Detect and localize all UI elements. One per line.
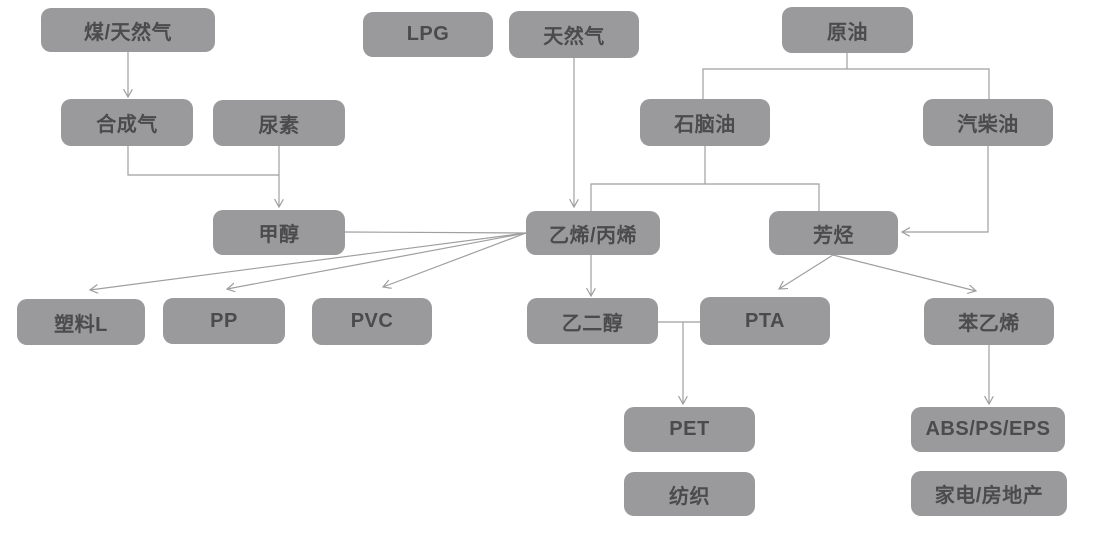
node-plastics-l: 塑料L [17, 299, 145, 345]
node-crude-oil: 原油 [782, 7, 913, 53]
node-lpg: LPG [363, 12, 493, 57]
node-natural-gas: 天然气 [509, 11, 639, 58]
node-pet: PET [624, 407, 755, 452]
node-gasoline-diesel: 汽柴油 [923, 99, 1053, 146]
node-styrene: 苯乙烯 [924, 298, 1054, 345]
node-ethylene-propylene: 乙烯/丙烯 [526, 211, 660, 255]
edge-branch-to-naphtha-gasdiesel [702, 68, 990, 99]
node-pta: PTA [700, 297, 830, 345]
node-pvc: PVC [312, 298, 432, 345]
node-pp: PP [163, 298, 285, 344]
node-ethylene-glycol: 乙二醇 [527, 298, 658, 344]
edge-ethylene-propylene-to-pvc [383, 232, 527, 287]
node-aromatics: 芳烃 [769, 211, 898, 255]
edge-syngas-to-urea-junction [127, 146, 279, 176]
edge-gasoline-diesel-to-aromatics [902, 146, 989, 232]
node-naphtha: 石脑油 [640, 99, 770, 146]
node-abs-ps-eps: ABS/PS/EPS [911, 407, 1065, 452]
node-methanol: 甲醇 [213, 210, 345, 255]
node-textile: 纺织 [624, 472, 755, 516]
edges-group [90, 52, 989, 404]
edge-aromatics-to-pta [779, 254, 834, 289]
edge-methanol-to-ethylene-propylene [344, 231, 527, 234]
edge-ethylene-propylene-to-pp [227, 232, 527, 289]
node-appliance-realestate: 家电/房地产 [911, 471, 1067, 516]
edge-aromatics-to-styrene [832, 254, 976, 291]
node-syngas: 合成气 [61, 99, 193, 146]
node-urea: 尿素 [213, 100, 345, 146]
node-coal-natural-gas: 煤/天然气 [41, 8, 215, 52]
edge-branch2-to-olefins-aromatics [590, 183, 820, 211]
edge-ethylene-propylene-to-plastics-l [90, 232, 527, 290]
